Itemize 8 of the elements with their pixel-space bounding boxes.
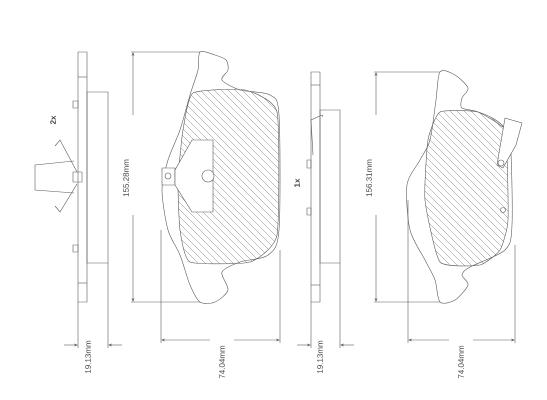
dimension-label: 74.04mm xyxy=(219,346,225,378)
dimension-label: 74.04mm xyxy=(458,346,464,378)
dimension-label: 155.28mm xyxy=(123,160,129,196)
quantity-label: 1x xyxy=(294,178,300,187)
dimension-label: 19.13mm xyxy=(85,340,91,374)
quantity-label: 2x xyxy=(50,116,56,124)
dimension-label: 19.13mm xyxy=(317,340,323,374)
dimension-label: 156.31mm xyxy=(366,160,372,196)
